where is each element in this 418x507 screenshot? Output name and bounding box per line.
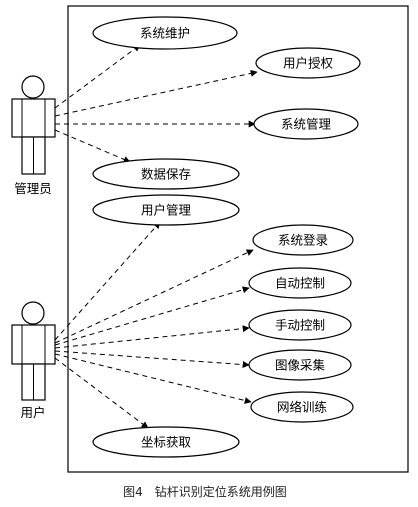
use-case-label: 系统登录: [278, 233, 328, 248]
connector-user-uc8: [54, 325, 250, 349]
use-case-label: 系统管理: [281, 117, 332, 132]
use-case-label: 用户管理: [141, 203, 192, 218]
connector-user-uc10: [54, 353, 252, 404]
actor-admin[interactable]: 管理员: [11, 75, 56, 196]
connector-layer: [54, 44, 258, 429]
use-case-uc10[interactable]: 网络训练: [250, 391, 354, 423]
actor-label: 用户: [20, 405, 45, 420]
use-case-uc1[interactable]: 系统维护: [92, 16, 238, 50]
use-case-label: 网络训练: [277, 400, 328, 415]
use-case-label: 用户授权: [283, 56, 334, 71]
use-case-uc3[interactable]: 系统管理: [253, 108, 359, 140]
actor-label: 管理员: [14, 181, 52, 196]
connector-user-uc7: [54, 286, 250, 346]
use-case-uc9[interactable]: 图像采集: [248, 349, 352, 381]
actor-figure-icon: [11, 301, 56, 401]
use-case-uc6[interactable]: 系统登录: [252, 224, 354, 256]
connector-user-uc5: [54, 221, 161, 341]
connector-user-uc6: [54, 249, 254, 344]
connector-admin-uc4: [54, 129, 131, 163]
connector-user-uc11: [54, 357, 149, 429]
actor-user[interactable]: 用户: [11, 301, 56, 420]
use-case-uc7[interactable]: 自动控制: [248, 267, 352, 299]
connector-admin-uc2: [54, 69, 258, 117]
use-case-label: 数据保存: [141, 167, 191, 182]
actor-figure-icon: [11, 75, 56, 175]
use-case-label: 自动控制: [275, 276, 325, 291]
use-case-label: 手动控制: [275, 318, 325, 333]
use-case-uc11[interactable]: 坐标获取: [92, 426, 240, 458]
use-case-uc5[interactable]: 用户管理: [92, 194, 240, 226]
connector-user-uc9: [54, 350, 250, 369]
system-boundary: [67, 5, 409, 473]
use-case-label: 系统维护: [140, 26, 190, 41]
figure-caption: 图4 钻杆识别定位系统用例图: [123, 484, 287, 499]
use-case-uc8[interactable]: 手动控制: [248, 309, 352, 341]
use-case-uc2[interactable]: 用户授权: [255, 47, 361, 79]
use-case-uc4[interactable]: 数据保存: [92, 158, 240, 190]
use-case-label: 图像采集: [275, 358, 326, 373]
use-case-label: 坐标获取: [141, 435, 192, 450]
